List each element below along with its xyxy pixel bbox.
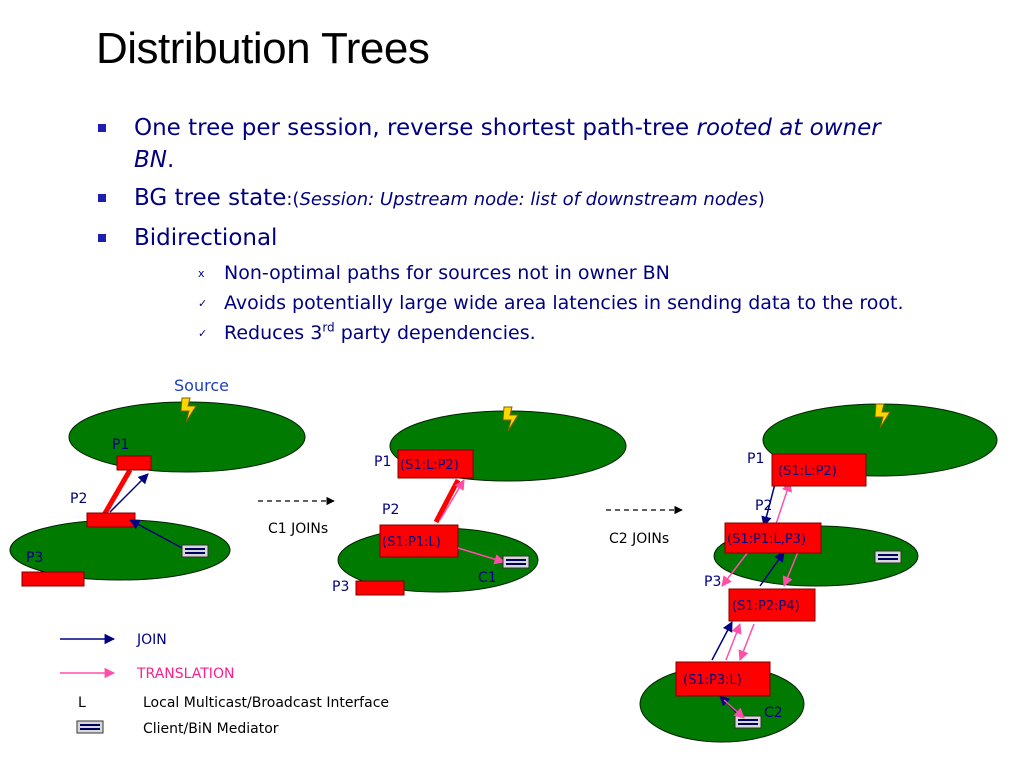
c1-label: C1: [478, 570, 497, 586]
bullet-end: .: [166, 147, 175, 173]
router-p3: [675, 661, 771, 697]
router-p1: [771, 453, 867, 487]
router-p1: [116, 455, 152, 471]
p2-label: P2: [755, 498, 772, 514]
sub-bullet-text: Non-optimal paths for sources not in own…: [224, 262, 670, 284]
bullet-paren-close: ): [757, 189, 765, 210]
superscript: rd: [322, 320, 335, 335]
router-p1: [397, 449, 474, 479]
legend-local-key: L: [78, 695, 86, 711]
translation-arrow: [457, 547, 506, 565]
check-mark-icon: ✓: [198, 327, 208, 340]
p3-label: P3: [332, 579, 349, 595]
tree-state-label: (S1:L:P2): [778, 464, 837, 479]
bullet-square-icon: [98, 124, 106, 132]
translation-arrow: [775, 481, 792, 525]
translation-arrow: [738, 623, 755, 661]
bullet-item: Bidirectional: [98, 222, 928, 254]
tree-state-label: (S1:P2:P4): [732, 599, 800, 614]
legend-mediator-icon: [76, 720, 104, 734]
sub-bullet-item: x Non-optimal paths for sources not in o…: [98, 260, 928, 286]
tree-state-label: (S1:P1:L,P3): [727, 532, 806, 547]
legend-translation-label: TRANSLATION: [136, 666, 234, 682]
bullet-square-icon: [98, 234, 106, 242]
join-arrow: [129, 519, 185, 550]
p2-label: P2: [382, 502, 399, 518]
network-ellipse: [68, 401, 306, 473]
source-label: Source: [174, 376, 229, 395]
p1-label: P1: [747, 451, 764, 467]
bullet-italic: rooted at owner BN: [134, 115, 881, 173]
tree-link: [433, 478, 461, 524]
p3-label: P3: [26, 550, 43, 566]
router-p2: [724, 522, 822, 554]
mediator-icon: [734, 715, 762, 729]
router-p2: [379, 524, 459, 558]
translation-arrow: [725, 623, 742, 661]
router-p3: [21, 571, 85, 587]
bullet-italic: Session: Upstream node: list of downstre…: [299, 189, 758, 210]
bullet-square-icon: [98, 194, 106, 202]
sub-bullet-item: ✓ Avoids potentially large wide area lat…: [98, 290, 928, 316]
bullet-text: One tree per session, reverse shortest p…: [134, 115, 697, 141]
x-mark-icon: x: [198, 267, 205, 280]
p1-label: P1: [374, 454, 391, 470]
legend-join-label: JOIN: [136, 632, 167, 648]
router-p2: [86, 512, 136, 528]
mediator-icon: [502, 555, 530, 569]
sub-bullet-item: ✓ Reduces 3rd party dependencies.: [98, 320, 928, 346]
p3-label: P3: [704, 574, 721, 590]
translation-arrow: [782, 551, 799, 587]
router-p3: [355, 580, 405, 596]
bullet-text: BG tree state: [134, 185, 287, 211]
bullet-list: One tree per session, reverse shortest p…: [98, 112, 928, 350]
sub-bullet-text: Avoids potentially large wide area laten…: [224, 292, 904, 314]
router-p2-translation: [728, 588, 816, 622]
mediator-icon: [874, 550, 902, 564]
tree-state-label: (S1:L:P2): [400, 458, 459, 473]
join-arrow: [711, 621, 733, 661]
legend-local-label: Local Multicast/Broadcast Interface: [143, 695, 389, 711]
tree-state-label: (S1:P1:L): [382, 535, 441, 550]
p2-label: P2: [70, 491, 87, 507]
bullet-paren-open: :(: [286, 189, 300, 210]
join-arrow: [761, 479, 777, 528]
sub-bullet-text: Reduces 3: [224, 322, 323, 344]
translation-arrow: [723, 699, 745, 719]
p1-label: P1: [112, 437, 129, 453]
bullet-item: BG tree state:(Session: Upstream node: l…: [98, 182, 928, 216]
join-arrow: [109, 473, 149, 513]
slide-title: Distribution Trees: [96, 24, 430, 73]
tree-state-label: (S1:P3:L): [683, 673, 742, 688]
translation-arrow: [439, 479, 465, 521]
c2-label: C2: [764, 705, 783, 721]
tree-link: [101, 468, 133, 517]
transition-label: C1 JOINs: [268, 521, 328, 537]
mediator-icon: [181, 544, 209, 558]
legend-mediator-label: Client/BiN Mediator: [143, 721, 279, 737]
translation-arrow: [721, 551, 749, 587]
sub-bullet-text: party dependencies.: [334, 322, 536, 344]
transition-label: C2 JOINs: [609, 531, 669, 547]
bullet-item: One tree per session, reverse shortest p…: [98, 112, 928, 176]
bullet-text: Bidirectional: [134, 225, 278, 251]
join-arrow: [759, 551, 785, 587]
check-mark-icon: ✓: [198, 297, 208, 310]
